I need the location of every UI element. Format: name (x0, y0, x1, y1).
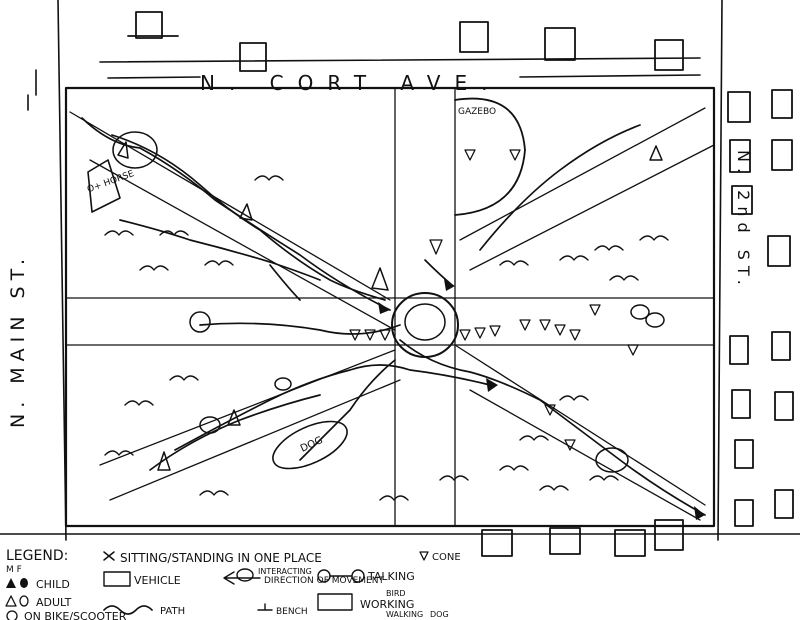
legend-child: CHILD (36, 578, 70, 591)
legend-interacting: INTERACTING (258, 567, 312, 576)
central-fountain (391, 292, 459, 358)
legend-mf: M F (6, 565, 22, 575)
legend-path: PATH (160, 606, 185, 617)
legend-sitting: SITTING/STANDING IN ONE PLACE (120, 551, 322, 565)
bird-marks (104, 175, 669, 501)
legend-working: WORKING (360, 598, 414, 611)
street-label-left: N. MAIN ST. (7, 253, 29, 428)
legend-bench: BENCH (276, 607, 308, 617)
legend-vehicle: VEHICLE (134, 574, 181, 587)
legend-bird: BIRD (386, 589, 406, 598)
gazebo-area (454, 97, 526, 216)
park-walkways (65, 87, 715, 527)
street-label-top: N. CORT AVE. (200, 71, 501, 95)
direction-arrows (378, 279, 705, 520)
people-symbols (112, 131, 665, 473)
gazebo-label: GAZEBO (458, 107, 496, 117)
street-label-right: N. 2nd ST. (734, 150, 753, 291)
legend-cone: CONE (432, 552, 461, 563)
movement-paths (81, 117, 706, 516)
legend-talking: TALKING (367, 570, 415, 583)
dog-area (272, 420, 348, 470)
surrounding-buildings (127, 11, 794, 557)
diagonal-paths (69, 107, 715, 521)
horse-box (87, 159, 121, 213)
legend-adult: ADULT (36, 596, 72, 609)
legend-bike: ON BIKE/SCOOTER (24, 610, 127, 620)
legend-direction: DIRECTION OF MOVEMENT (264, 576, 384, 586)
legend: LEGEND: M F CHILD ADULT ON BIKE/SCOOTER … (0, 533, 800, 620)
park-boundary (64, 86, 716, 528)
legend-title: LEGEND: (6, 548, 68, 564)
street-edges (27, 0, 723, 541)
legend-walking: WALKING (386, 610, 423, 619)
legend-dog: DOG (430, 610, 449, 619)
cone-marks (349, 149, 639, 451)
dog-label: DOG (299, 435, 325, 455)
